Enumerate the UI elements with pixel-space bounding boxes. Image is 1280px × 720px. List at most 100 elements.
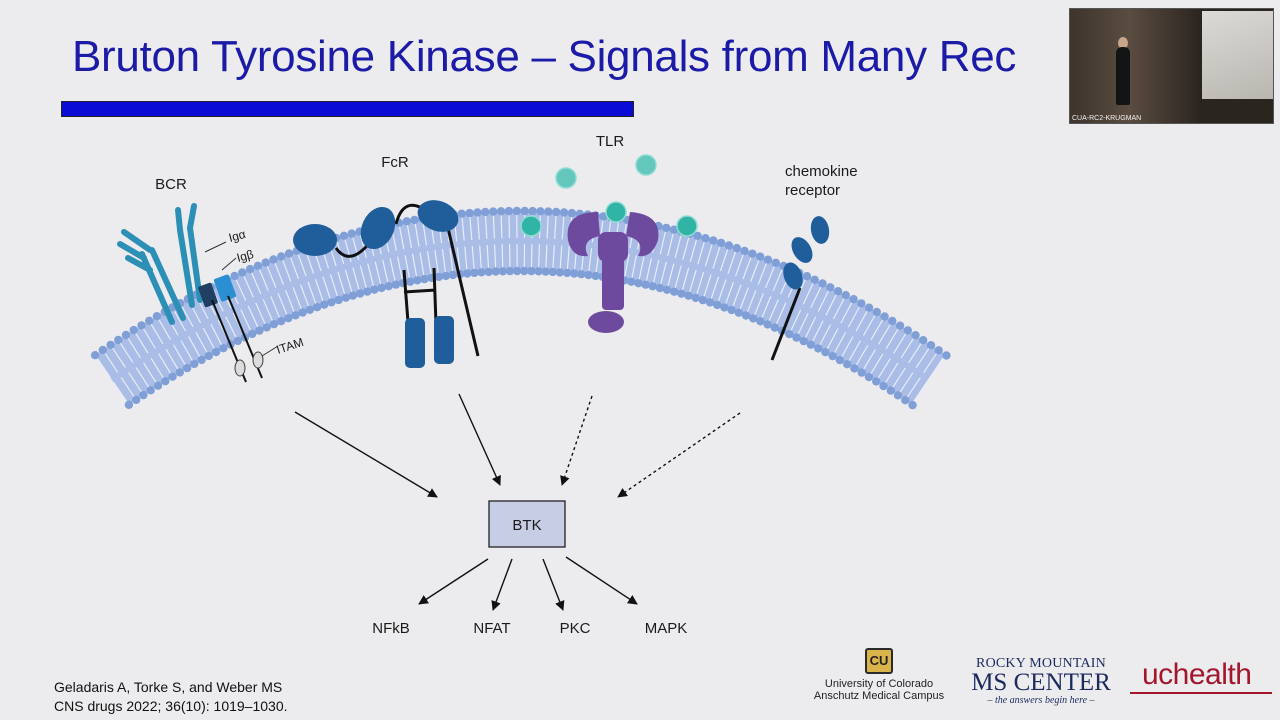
lipid-head	[662, 285, 672, 294]
lipid-head	[434, 272, 443, 282]
video-caption: CUA-RC2-KRUGMAN	[1072, 115, 1142, 122]
lipid-head	[911, 331, 920, 340]
lipid-tail	[667, 233, 674, 257]
lipid-tail	[826, 328, 839, 349]
arrow-tlr-to-btk	[560, 395, 593, 486]
lipid-head	[520, 206, 529, 216]
citation: Geladaris A, Torke S, and Weber MS CNS d…	[54, 678, 288, 716]
lipid-tail	[210, 323, 223, 345]
lipid-tail	[143, 362, 157, 383]
lipid-head	[277, 252, 286, 261]
lipid-tail	[247, 305, 259, 328]
lipid-head	[763, 255, 773, 264]
lipid-head	[748, 249, 757, 258]
cu-shield-icon: CU	[865, 648, 893, 674]
lipid-tail	[717, 279, 727, 302]
output-mapk: MAPK	[645, 620, 688, 637]
lipid-tail	[566, 245, 570, 269]
lipid-tail	[314, 279, 324, 302]
lipid-head	[724, 241, 734, 250]
lipid-tail	[689, 269, 697, 293]
lipid-head	[849, 295, 858, 304]
lipid-head	[248, 329, 257, 339]
lipid-tail	[195, 331, 208, 353]
lipid-head	[802, 272, 812, 281]
lipid-head	[391, 280, 401, 289]
lipid-head	[465, 208, 474, 218]
output-nfat: NFAT	[473, 620, 510, 637]
lipid-head	[491, 267, 500, 276]
arrow-chemokine-to-btk	[617, 412, 741, 498]
lipid-tail	[119, 342, 134, 363]
lipid-head	[153, 381, 163, 390]
lipid-tail	[885, 362, 899, 383]
speaker-video-thumbnail[interactable]: CUA-RC2-KRUGMAN	[1069, 8, 1274, 124]
lipid-head	[261, 258, 270, 267]
lipid-head	[402, 217, 411, 226]
lipid-tail	[923, 353, 937, 374]
lipid-tail	[877, 324, 891, 345]
lipid-tail	[819, 324, 832, 346]
lipid-head	[591, 271, 600, 281]
lipid-tail	[399, 226, 405, 250]
lipid-tail	[624, 253, 630, 277]
tlr-receptor	[567, 212, 659, 333]
lipid-head	[908, 400, 917, 410]
lipid-tail	[329, 274, 338, 297]
lipid-tail	[251, 272, 262, 295]
lipid-tail	[397, 256, 403, 280]
lipid-head	[888, 316, 897, 326]
lipid-tail	[804, 316, 817, 338]
output-pkc: PKC	[560, 620, 591, 637]
lipid-head	[129, 325, 138, 335]
lipid-head	[98, 345, 108, 355]
lipid-head	[814, 344, 823, 353]
lipid-head	[850, 364, 859, 373]
lipid-head	[262, 323, 271, 332]
tlr-label: TLR	[596, 133, 625, 150]
lipid-head	[893, 391, 903, 400]
lipid-head	[732, 243, 741, 253]
lipid-head	[886, 386, 895, 395]
lipid-head	[276, 317, 286, 326]
lipid-head	[749, 314, 758, 323]
chemokine-receptor	[770, 216, 830, 361]
lipid-tail	[181, 306, 194, 328]
lipid-head	[513, 266, 522, 276]
lipid-tail	[659, 231, 666, 255]
lipid-tail	[426, 251, 432, 275]
lipid-head	[841, 291, 850, 300]
lipid-head	[763, 320, 772, 329]
lipid-tail	[765, 266, 775, 289]
lipid-tail	[360, 235, 367, 258]
lipid-head	[190, 359, 199, 369]
lipid-tail	[411, 253, 418, 277]
lipid-tail	[307, 281, 317, 304]
lipid-tail	[359, 265, 367, 288]
lipid-head	[727, 305, 736, 315]
lipid-head	[669, 225, 679, 234]
lipid-tail	[274, 262, 284, 285]
btk-box	[488, 500, 566, 548]
lipid-head	[145, 316, 154, 325]
lipid-tail	[344, 269, 353, 292]
lipid-tail	[344, 239, 352, 262]
lipid-tail	[322, 276, 331, 299]
lipid-tail	[289, 257, 300, 280]
lipid-tail	[742, 257, 752, 280]
lipid-head	[926, 341, 936, 350]
lipid-tail	[863, 349, 877, 370]
lipid-tail	[689, 239, 698, 263]
lipid-tail	[674, 235, 682, 258]
lipid-tail	[660, 261, 667, 285]
lipid-head	[175, 368, 184, 377]
lipid-head	[253, 261, 263, 270]
lipid-tail	[682, 237, 690, 260]
lipid-tail	[434, 250, 439, 273]
input-arrows	[294, 393, 741, 498]
lipid-head	[448, 270, 458, 280]
lipid-tail	[870, 353, 884, 374]
lipid-tail	[930, 358, 945, 379]
lipid-tail	[559, 245, 563, 269]
lipid-tail	[907, 377, 921, 398]
